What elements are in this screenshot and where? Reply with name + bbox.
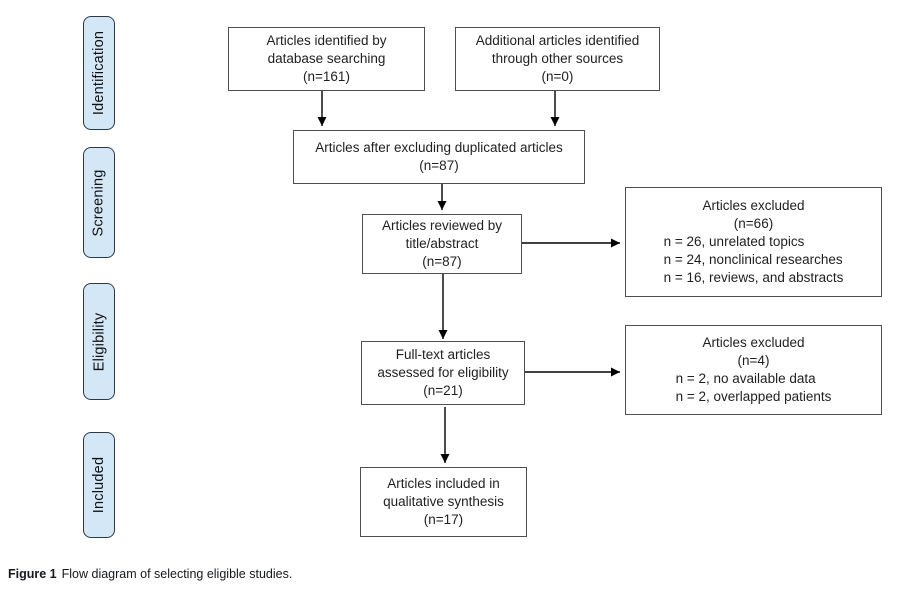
box-articles-identified-text: Articles identified by database searchin… [266, 32, 387, 85]
box-after-deduplication-text: Articles after excluding duplicated arti… [315, 139, 563, 173]
stage-label-identification: Identification [83, 16, 115, 130]
box-additional-articles-text: Additional articles identified through o… [475, 32, 640, 85]
box-additional-articles: Additional articles identified through o… [455, 27, 660, 91]
stage-label-included: Included [83, 432, 115, 538]
stage-label-identification-text: Identification [91, 30, 107, 116]
box-after-deduplication: Articles after excluding duplicated arti… [293, 130, 585, 184]
box-included-synthesis-text: Articles included in qualitative synthes… [383, 475, 504, 528]
box-reviewed-title-abstract-text: Articles reviewed by title/abstract (n=8… [381, 217, 503, 270]
stage-label-screening: Screening [83, 147, 115, 258]
box-excluded-eligibility-title: Articles excluded (n=4) [702, 334, 805, 368]
box-excluded-eligibility: Articles excluded (n=4) n = 2, no availa… [625, 325, 882, 415]
figure-caption-label: Figure 1 [8, 567, 57, 581]
figure-caption-text: Flow diagram of selecting eligible studi… [61, 567, 293, 581]
stage-label-included-text: Included [91, 456, 108, 514]
box-fulltext-assessed: Full-text articles assessed for eligibil… [361, 341, 525, 405]
stage-label-screening-text: Screening [91, 168, 107, 237]
box-excluded-screening: Articles excluded (n=66) n = 26, unrelat… [625, 187, 882, 297]
box-excluded-screening-title: Articles excluded (n=66) [702, 197, 805, 231]
box-articles-identified: Articles identified by database searchin… [228, 27, 425, 91]
box-reviewed-title-abstract: Articles reviewed by title/abstract (n=8… [362, 214, 522, 274]
stage-label-eligibility: Eligibility [83, 283, 115, 400]
box-excluded-eligibility-details: n = 2, no available data n = 2, overlapp… [675, 371, 832, 405]
box-fulltext-assessed-text: Full-text articles assessed for eligibil… [377, 346, 509, 399]
stage-label-eligibility-text: Eligibility [91, 312, 108, 371]
box-included-synthesis: Articles included in qualitative synthes… [360, 467, 527, 537]
box-excluded-screening-details: n = 26, unrelated topics n = 24, nonclin… [663, 233, 844, 286]
figure-caption: Figure 1 Flow diagram of selecting eligib… [8, 567, 292, 581]
